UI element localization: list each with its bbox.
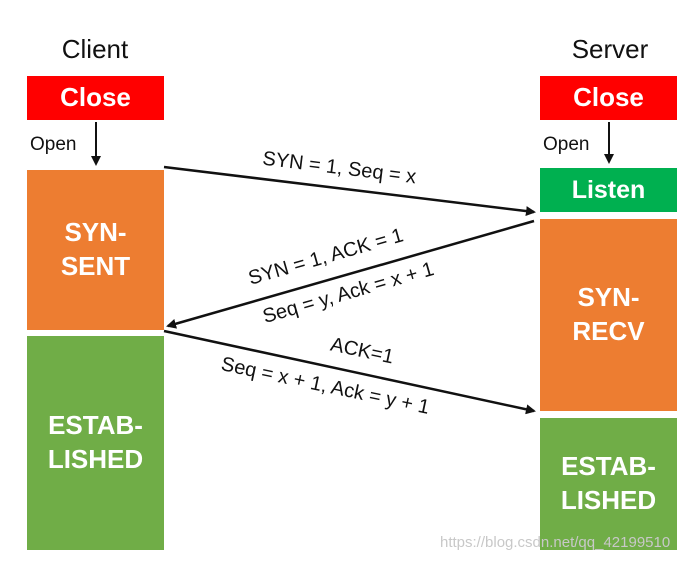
server-established-line2: LISHED [560, 485, 657, 515]
server-established-state: ESTAB- LISHED [540, 418, 677, 550]
client-established-line2: LISHED [47, 444, 144, 474]
server-syn-recv-state: SYN- RECV [540, 219, 677, 411]
client-syn-sent-state: SYN- SENT [27, 170, 164, 330]
server-close-state: Close [540, 76, 677, 120]
server-listen-label: Listen [571, 175, 646, 204]
client-syn-sent-line2: SENT [60, 251, 131, 281]
client-title: Client [61, 34, 129, 64]
watermark-text: https://blog.csdn.net/qq_42199510 [440, 534, 671, 551]
server-syn-recv-line1: SYN- [577, 282, 640, 313]
ack-arrow [163, 329, 536, 415]
server-established-line1: ESTAB- [561, 451, 656, 482]
client-syn-sent-line1: SYN- [64, 217, 127, 248]
server-close-label: Close [573, 82, 644, 113]
syn-arrow [163, 165, 536, 216]
server-open-label: Open [543, 134, 590, 155]
client-open-label: Open [30, 134, 77, 155]
syn-ack-arrow [166, 219, 535, 329]
server-syn-recv-line2: RECV [572, 316, 645, 346]
client-established-state: ESTAB- LISHED [27, 336, 164, 550]
client-established-line1: ESTAB- [48, 410, 143, 441]
client-close-state: Close [27, 76, 164, 120]
server-listen-state: Listen [540, 168, 677, 212]
client-close-label: Close [60, 82, 131, 113]
server-title: Server [571, 34, 649, 64]
